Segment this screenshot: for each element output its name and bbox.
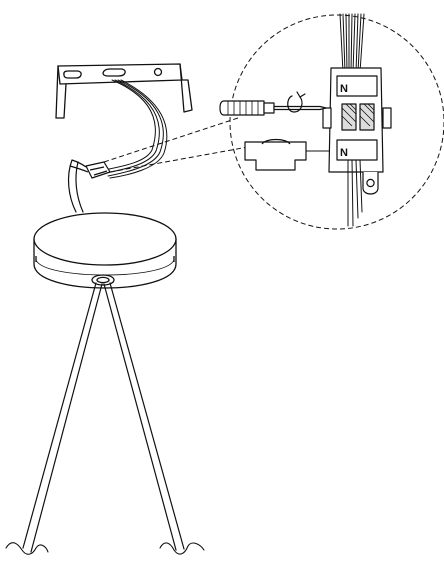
- rotate-arrow-icon: [287, 91, 306, 113]
- canopy: [33, 212, 177, 289]
- terminal-block-icon: [322, 67, 392, 195]
- mounting-bracket-icon: [55, 63, 193, 119]
- suspension-rods: [22, 282, 185, 553]
- wire-bundle: [103, 79, 168, 179]
- screwdriver-icon: [219, 100, 327, 116]
- terminal-label-bottom: N: [340, 147, 348, 159]
- incoming-wires: [339, 13, 365, 73]
- terminal-label-top: N: [340, 83, 348, 95]
- outgoing-wires: [347, 159, 363, 227]
- callout-leader-lines: [103, 117, 249, 173]
- supply-cable: [67, 159, 84, 213]
- terminal-cover: [244, 138, 329, 171]
- wire-connector: [69, 159, 111, 179]
- rod-ends: [5, 542, 205, 555]
